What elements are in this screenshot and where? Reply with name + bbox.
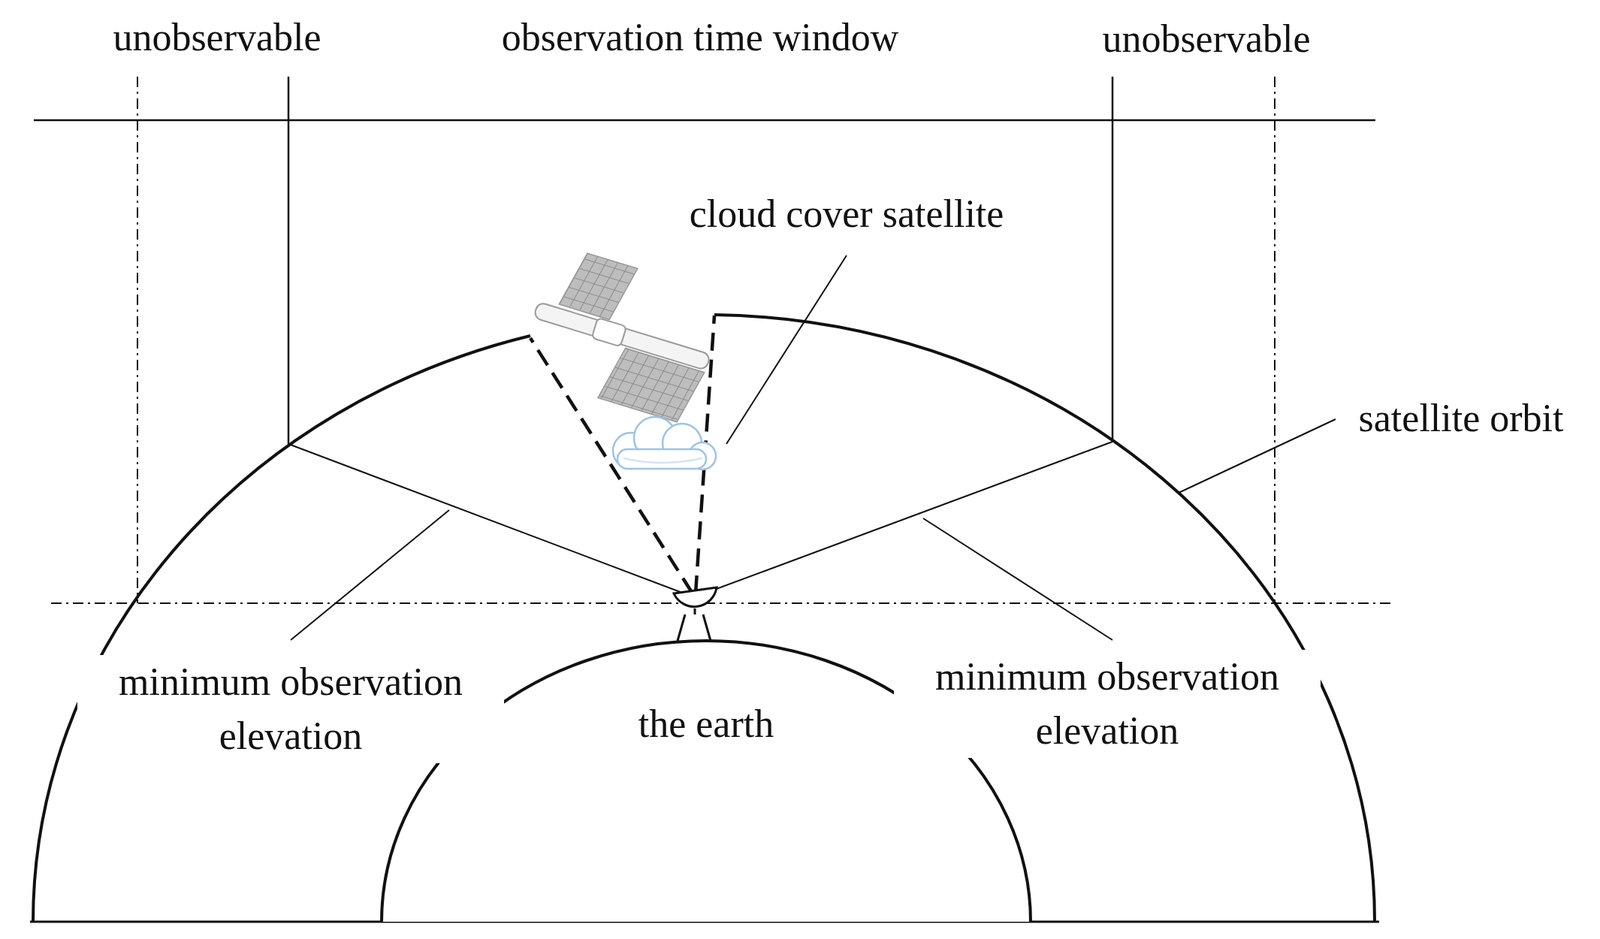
text-label: unobservable bbox=[1098, 12, 1314, 67]
text-label: satellite orbit bbox=[1355, 391, 1567, 446]
leader-line bbox=[290, 510, 450, 640]
limit-line bbox=[1273, 76, 1276, 604]
leader-line bbox=[726, 255, 847, 444]
text-label: cloud cover satellite bbox=[686, 187, 1008, 242]
window-line bbox=[1111, 76, 1114, 442]
text-label: unobservable bbox=[109, 10, 324, 65]
satellite-icon bbox=[516, 243, 729, 426]
text-label: observation time window bbox=[498, 10, 903, 65]
orbit-arc bbox=[33, 314, 1375, 922]
leader-line bbox=[1178, 419, 1336, 493]
node-label: the earth bbox=[638, 697, 774, 752]
elevation-line bbox=[694, 441, 1113, 598]
limit-line bbox=[136, 76, 139, 604]
ground-station bbox=[673, 587, 717, 641]
text-label: minimum observation elevation bbox=[893, 649, 1321, 758]
horizon-line bbox=[51, 602, 1393, 604]
top-line bbox=[33, 119, 1376, 122]
window-line bbox=[287, 76, 290, 444]
text-label: minimum observation elevation bbox=[77, 655, 505, 764]
cloud-icon bbox=[612, 416, 716, 470]
leader-line bbox=[923, 518, 1113, 640]
